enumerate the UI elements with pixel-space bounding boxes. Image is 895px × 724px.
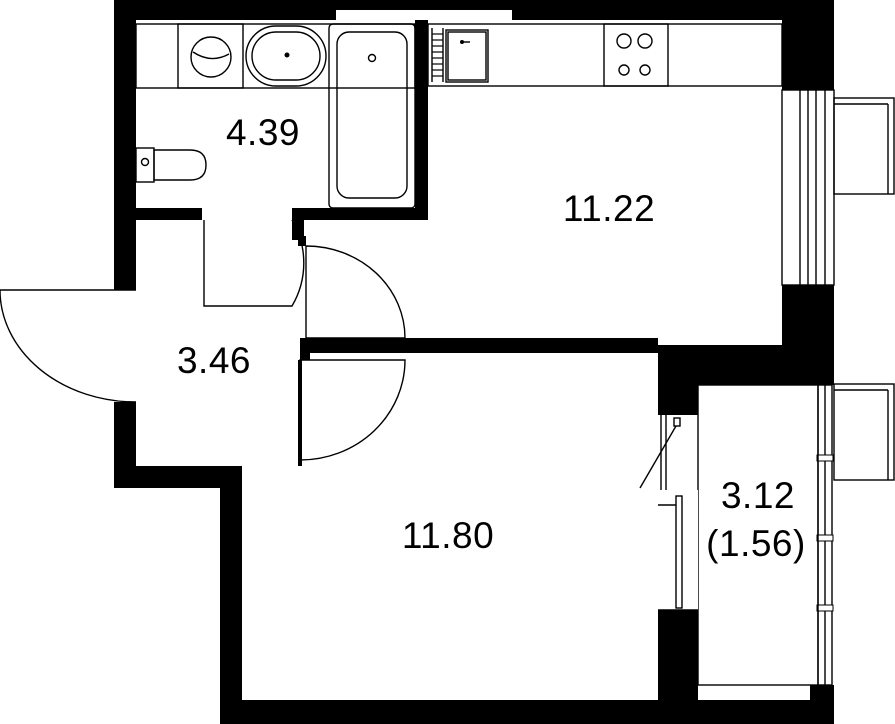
kitchen-fixtures xyxy=(427,23,783,87)
kitchen-living-area-label: 11.22 xyxy=(563,188,655,229)
washer-drum-icon xyxy=(190,36,232,78)
window-sash-open xyxy=(833,97,895,195)
balcony-door-swing xyxy=(639,425,677,489)
bedroom-door xyxy=(299,359,406,461)
kitchen-sink-icon xyxy=(445,29,489,83)
room-labels: 4.39 11.22 3.46 11.80 3.12 (1.56) xyxy=(177,112,806,564)
bathroom-area-label: 4.39 xyxy=(226,112,300,153)
bedroom-area-label: 11.80 xyxy=(402,515,494,556)
hallway-area-label: 3.46 xyxy=(177,340,251,381)
walls xyxy=(114,0,834,724)
loggia-area-label: 3.12 xyxy=(721,475,795,516)
washing-machine xyxy=(177,23,244,89)
loggia-reduced-area-label: (1.56) xyxy=(706,523,806,564)
stove-icon xyxy=(603,23,669,87)
windows xyxy=(781,89,895,686)
entrance-door xyxy=(0,289,137,403)
loggia-sash-open xyxy=(833,383,895,481)
kitchen-counter xyxy=(427,23,783,87)
bathroom-fixtures xyxy=(135,23,416,209)
bathtub-icon xyxy=(328,23,416,209)
loggia-partition xyxy=(639,384,819,686)
toilet-icon xyxy=(135,147,207,183)
sink-icon xyxy=(245,25,327,87)
doors xyxy=(0,219,406,466)
living-room-door xyxy=(305,245,406,339)
bathroom-door xyxy=(203,219,305,307)
